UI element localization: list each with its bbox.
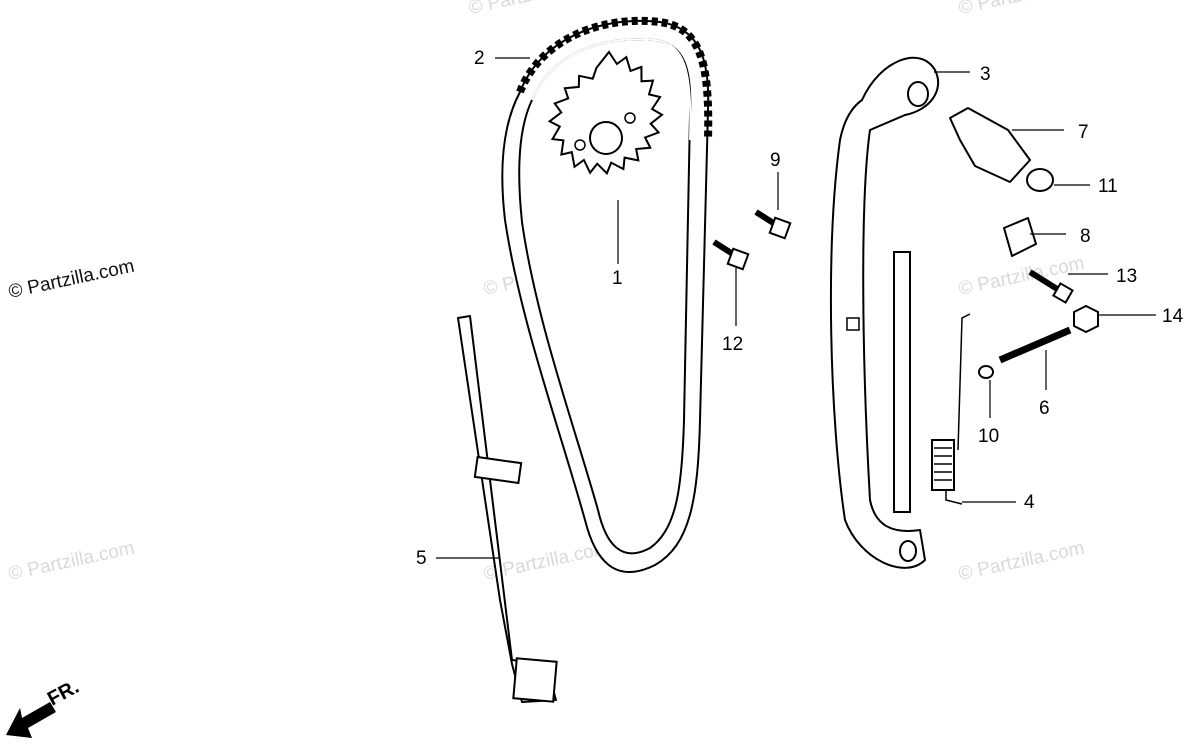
- part-label-1: 1: [612, 268, 623, 289]
- tensioner-plug: [949, 107, 1031, 183]
- watermark-faded: © Partzilla.com: [467, 0, 597, 19]
- part-label-7: 7: [1078, 122, 1089, 143]
- part-label-14: 14: [1162, 306, 1184, 327]
- watermark-main: © Partzilla.com: [7, 256, 137, 303]
- part-label-10: 10: [978, 426, 999, 447]
- part-label-3: 3: [980, 64, 991, 85]
- cam-chain: [501, 16, 713, 573]
- cam-sprocket: [547, 50, 664, 176]
- front-arrow-icon: [6, 702, 56, 738]
- chain-guide: [457, 315, 558, 703]
- stud: [998, 326, 1072, 364]
- bolt-9: [754, 209, 792, 240]
- bolt-12: [712, 239, 750, 271]
- part-label-8: 8: [1080, 226, 1091, 247]
- leader-lines: [436, 57, 1156, 559]
- lock-plate: [1003, 217, 1037, 257]
- part-label-6: 6: [1039, 398, 1050, 419]
- part-label-13: 13: [1116, 266, 1137, 287]
- part-label-4: 4: [1024, 492, 1035, 513]
- watermark-faded: © Partzilla.com: [7, 538, 137, 585]
- bolt-13: [1028, 269, 1074, 304]
- part-label-11: 11: [1098, 176, 1118, 197]
- washer: [1026, 168, 1054, 192]
- part-label-9: 9: [770, 150, 781, 171]
- tensioner-arm: [829, 56, 940, 569]
- part-label-5: 5: [416, 548, 427, 569]
- tensioner-spring: [931, 313, 971, 505]
- watermark-faded: © Partzilla.com: [957, 538, 1087, 585]
- part-label-12: 12: [722, 334, 743, 355]
- front-direction-indicator: FR.: [6, 676, 83, 738]
- small-washer: [978, 365, 994, 379]
- part-label-2: 2: [474, 48, 485, 69]
- part-number-labels: 1 2 3 4 5 6 7 8 9 10 11 12 13 14: [416, 48, 1184, 569]
- watermark-faded: © Partzilla.com: [957, 0, 1087, 19]
- nut: [1073, 304, 1099, 334]
